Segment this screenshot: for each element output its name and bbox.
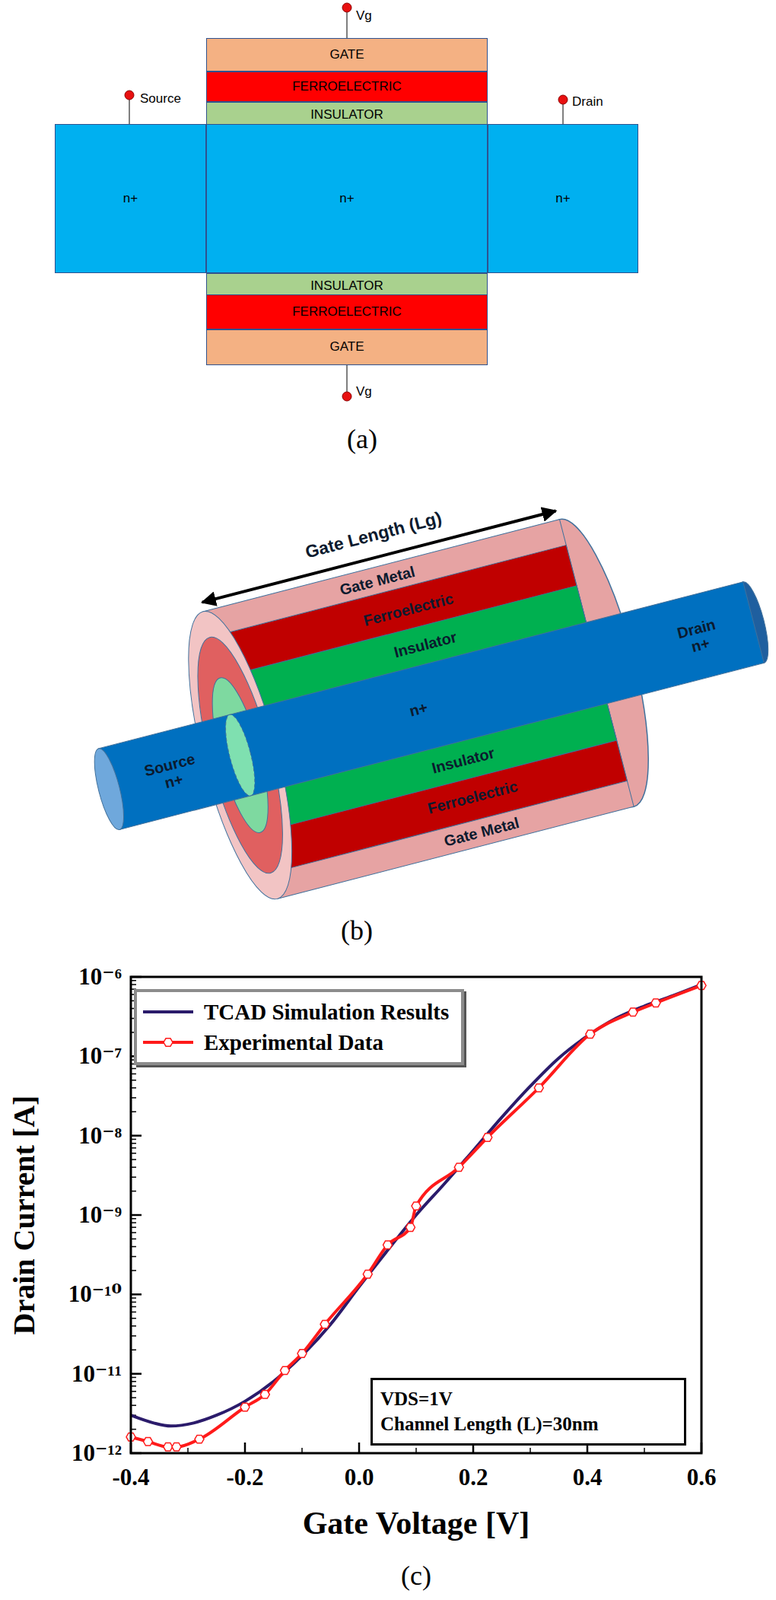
data-marker [280, 1366, 290, 1374]
legend-sample [141, 1002, 195, 1021]
source-region: n+ [54, 124, 207, 274]
major-tick [130, 1293, 142, 1296]
data-marker [194, 1434, 204, 1443]
legend-box: TCAD Simulation ResultsExperimental Data [133, 989, 465, 1066]
terminal-wire [346, 365, 348, 392]
legend-sample [141, 1033, 195, 1052]
y-tick-label: 10⁻¹⁰ [68, 1281, 122, 1308]
terminal-pin [342, 3, 352, 13]
data-marker [383, 1240, 393, 1249]
node-text: n+ [555, 190, 570, 207]
data-marker [260, 1390, 270, 1399]
nanowire-illustration [59, 467, 776, 936]
wire-section [219, 712, 261, 799]
node-text: INSULATOR [310, 106, 384, 124]
x-tick [358, 1442, 361, 1454]
data-marker [320, 1319, 330, 1328]
tcad-curve [130, 984, 702, 1426]
dimension-label: Gate Length (Lg) [303, 508, 444, 563]
x-tick-label: 0.2 [458, 1464, 489, 1491]
data-marker [651, 998, 661, 1007]
node-text: INSULATOR [310, 277, 384, 295]
data-marker [240, 1402, 250, 1411]
terminal-label: Drain [572, 95, 604, 110]
terminal-wire [562, 104, 564, 125]
x-tick-label: 0.6 [686, 1464, 717, 1491]
panel-label: (b) [340, 915, 373, 947]
data-marker [406, 1223, 416, 1231]
major-tick [130, 1214, 142, 1217]
experimental-curve [130, 985, 702, 1447]
terminal-label: Vg [356, 384, 373, 400]
data-marker [171, 1443, 182, 1451]
data-marker [143, 1437, 153, 1446]
data-marker [534, 1084, 544, 1092]
x-tick-label: -0.2 [225, 1464, 264, 1491]
x-tick-label: 0.4 [572, 1464, 603, 1491]
axis-title: Drain Current [A] [7, 1095, 42, 1336]
nanowire [98, 582, 765, 831]
y-tick-label: 10⁻⁸ [78, 1122, 122, 1149]
node-text: FERROELECTRIC [292, 303, 402, 321]
node-text: Channel Length (L)=30nm [380, 1412, 599, 1438]
node-text: GATE [329, 46, 364, 64]
y-tick-label: 10⁻¹¹ [71, 1361, 122, 1387]
ferroelectric-layer: FERROELECTRIC [206, 294, 488, 330]
node-text: n+ [123, 190, 138, 207]
legend-entry: TCAD Simulation Results [141, 996, 449, 1028]
data-marker [362, 1270, 373, 1279]
axis-title: Gate Voltage [V] [302, 1505, 531, 1541]
data-marker [411, 1202, 421, 1210]
wire-face [88, 745, 130, 832]
terminal-wire [128, 99, 131, 125]
terminal-pin [558, 95, 568, 105]
terminal-wire [346, 12, 348, 39]
terminal-label: Vg [356, 9, 373, 24]
data-marker [483, 1133, 493, 1142]
panel-label: (c) [400, 1561, 432, 1592]
annotation-box: VDS=1VChannel Length (L)=30nm [370, 1377, 687, 1446]
data-marker [454, 1163, 464, 1171]
legend-text: Experimental Data [203, 1030, 384, 1056]
major-tick [130, 1372, 142, 1375]
legend-entry: Experimental Data [141, 1027, 449, 1058]
drain-region: n+ [487, 124, 639, 274]
data-marker [628, 1008, 638, 1016]
channel-region: n+ [206, 124, 488, 274]
gate-layer: GATE [206, 329, 488, 366]
terminal-label: Source [139, 92, 182, 107]
terminal-pin [342, 391, 352, 401]
terminal-pin [124, 90, 134, 100]
x-tick-label: 0.0 [344, 1464, 375, 1491]
node-text: VDS=1V [380, 1386, 453, 1413]
x-tick [244, 1442, 247, 1454]
plot-frame [130, 976, 702, 1454]
ferroelectric-layer: FERROELECTRIC [206, 71, 488, 102]
data-marker [297, 1349, 307, 1358]
chart [126, 976, 707, 1454]
y-tick-label: 10⁻¹² [71, 1440, 122, 1467]
node-text: GATE [329, 338, 364, 356]
legend-text: TCAD Simulation Results [203, 999, 449, 1025]
x-tick-label: -0.4 [111, 1464, 150, 1491]
panel-label: (a) [346, 424, 378, 455]
node-text: n+ [339, 190, 354, 207]
major-tick [130, 1134, 142, 1137]
y-tick-label: 10⁻⁶ [78, 963, 122, 990]
gate-layer: GATE [206, 38, 488, 72]
data-marker [163, 1443, 173, 1451]
y-tick-label: 10⁻⁷ [78, 1043, 122, 1069]
node-text: FERROELECTRIC [292, 78, 402, 96]
data-marker [585, 1030, 595, 1038]
y-tick-label: 10⁻⁹ [78, 1202, 122, 1228]
